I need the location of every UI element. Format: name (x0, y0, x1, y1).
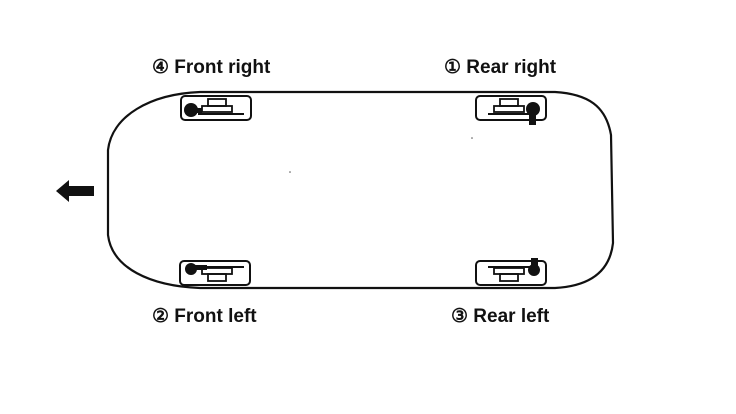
label-front-left: ② Front left (152, 306, 257, 327)
label-front-right: ④ Front right (152, 57, 271, 78)
vehicle-body-outline (106, 90, 615, 290)
arrow-left-icon (56, 180, 94, 202)
scan-speck (289, 171, 291, 173)
wheel-rear-right (475, 95, 547, 125)
label-rear-left: ③ Rear left (451, 306, 550, 327)
wheel-rear-left (475, 258, 547, 286)
wheel-front-left (179, 260, 251, 286)
wheel-front-right (180, 95, 252, 121)
label-rear-right: ① Rear right (444, 57, 557, 78)
scan-speck (471, 137, 473, 139)
